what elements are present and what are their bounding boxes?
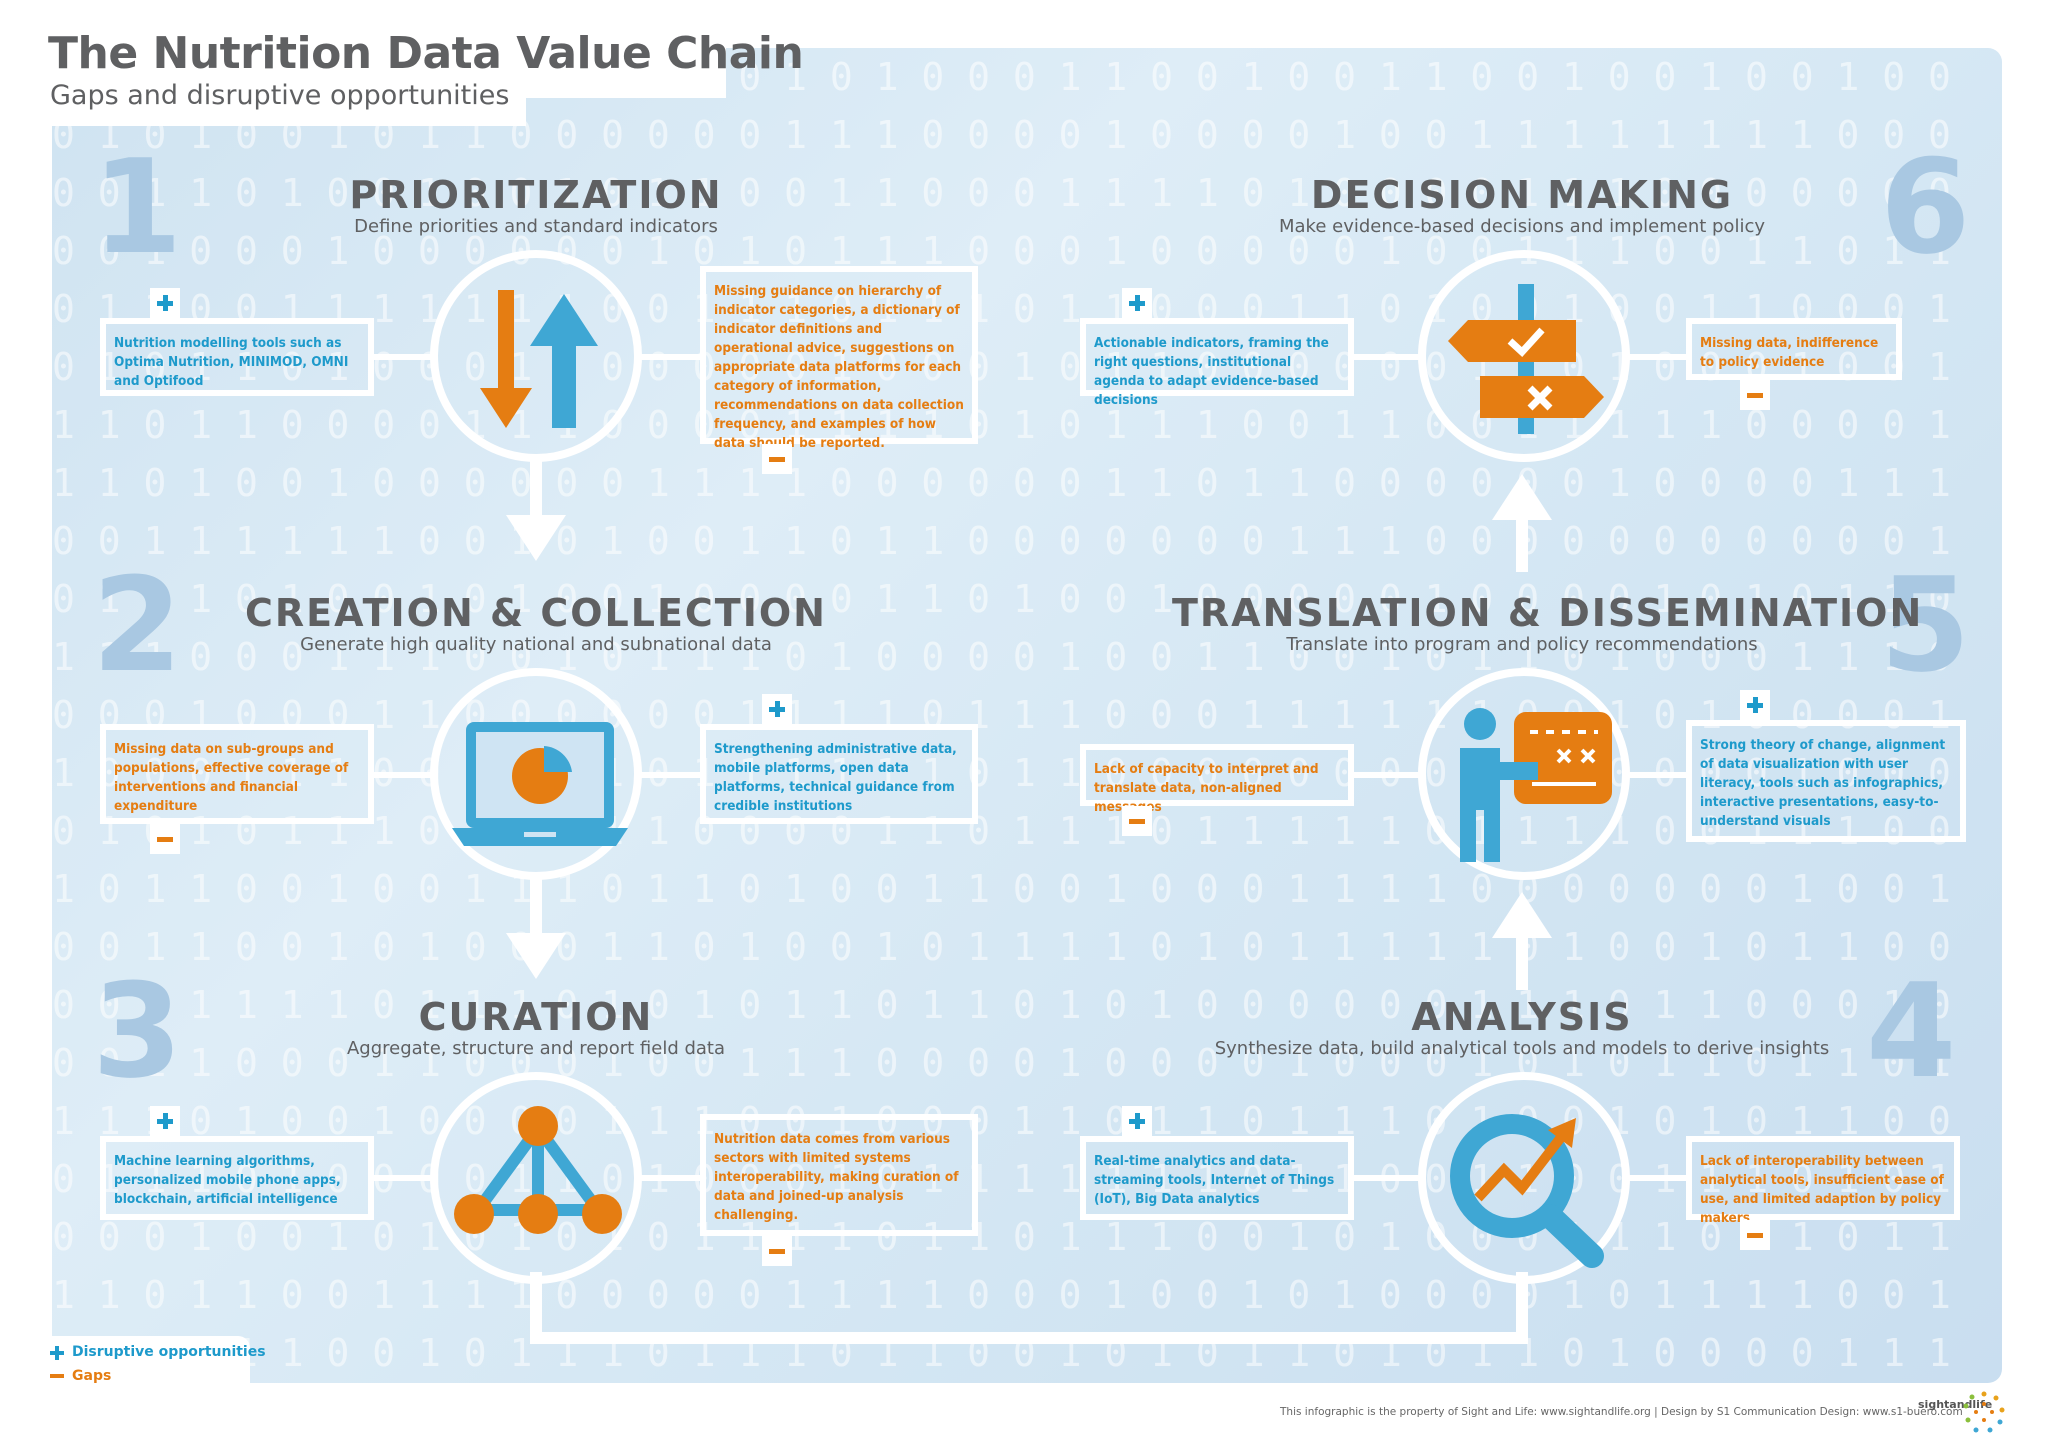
minus-marker xyxy=(1122,806,1152,836)
translation-circle xyxy=(1418,668,1630,880)
stage-title-translation-dissemination: TRANSLATION & DISSEMINATION xyxy=(1172,591,1924,635)
opportunities-box-creation-collection: Strengthening administrative data, mobil… xyxy=(700,724,978,824)
connector-4-5 xyxy=(1516,930,1528,990)
stage-subtitle-curation: Aggregate, structure and report field da… xyxy=(346,1038,726,1059)
gaps-box-creation-collection: Missing data on sub-groups and populatio… xyxy=(100,724,374,824)
step-number-1: 1 xyxy=(92,131,183,283)
sightandlife-logo-icon xyxy=(1963,1391,2005,1433)
link-1-left xyxy=(372,354,434,360)
minus-marker xyxy=(150,824,180,854)
plus-marker xyxy=(150,288,180,318)
minus-marker xyxy=(1740,1220,1770,1250)
stage-title-decision-making: DECISION MAKING xyxy=(1310,173,1734,217)
arrow-up-4-5 xyxy=(1492,892,1552,938)
minus-icon xyxy=(50,1374,64,1378)
link-1-right xyxy=(638,354,702,360)
minus-marker xyxy=(762,444,792,474)
opportunities-box-decision-making: Actionable indicators, framing the right… xyxy=(1080,318,1354,408)
step-number-4: 4 xyxy=(1866,955,1957,1107)
gaps-box-decision-making: Missing data, indifference to policy evi… xyxy=(1686,318,1902,380)
up-down-arrows-icon xyxy=(480,290,598,428)
arrow-down-2-3 xyxy=(506,933,566,979)
step-number-3: 3 xyxy=(92,955,183,1107)
signpost-icon xyxy=(1448,284,1604,434)
link-3-left xyxy=(372,1175,434,1181)
link-6-left xyxy=(1350,354,1422,360)
opportunities-box-prioritization: Nutrition modelling tools such as Optima… xyxy=(100,318,374,396)
plus-marker xyxy=(1122,1106,1152,1136)
gaps-box-curation: Nutrition data comes from various sector… xyxy=(700,1114,978,1236)
page-title: The Nutrition Data Value Chain xyxy=(48,28,804,79)
stage-title-creation-collection: CREATION & COLLECTION xyxy=(245,591,827,635)
plus-marker xyxy=(150,1106,180,1136)
stage-subtitle-decision-making: Make evidence-based decisions and implem… xyxy=(1279,216,1765,237)
magnifier-trend-icon xyxy=(1450,1114,1604,1268)
connector-bottom xyxy=(530,1332,1528,1344)
network-icon xyxy=(454,1106,622,1234)
gaps-box-prioritization: Missing guidance on hierarchy of indicat… xyxy=(700,266,978,451)
plus-marker xyxy=(762,694,792,724)
stage-subtitle-prioritization: Define priorities and standard indicator… xyxy=(354,216,718,237)
connector-2-3 xyxy=(530,878,542,938)
plus-marker xyxy=(1122,288,1152,318)
decision-circle xyxy=(1418,250,1630,462)
link-2-left xyxy=(372,772,434,778)
connector-5-6 xyxy=(1516,512,1528,572)
link-5-right xyxy=(1624,772,1688,778)
link-4-left xyxy=(1350,1175,1422,1181)
connector-bottom-4 xyxy=(1516,1272,1528,1344)
curation-circle xyxy=(430,1072,642,1284)
arrow-up-5-6 xyxy=(1492,474,1552,520)
stage-subtitle-analysis: Synthesize data, build analytical tools … xyxy=(1214,1038,1830,1059)
subtitle-tab xyxy=(36,98,526,126)
legend-opportunities: Disruptive opportunities xyxy=(72,1344,266,1360)
creation-circle xyxy=(430,668,642,880)
connector-3-bottom xyxy=(530,1272,542,1344)
opportunities-box-curation: Machine learning algorithms, personalize… xyxy=(100,1136,374,1220)
link-2-right xyxy=(638,772,702,778)
connector-1-2 xyxy=(530,460,542,520)
arrow-down-1-2 xyxy=(506,515,566,561)
minus-marker xyxy=(1740,380,1770,410)
legend-gaps: Gaps xyxy=(72,1368,112,1384)
stage-title-analysis: ANALYSIS xyxy=(1411,995,1633,1039)
page-subtitle: Gaps and disruptive opportunities xyxy=(50,80,510,111)
opportunities-box-analysis: Real-time analytics and data-streaming t… xyxy=(1080,1136,1354,1220)
step-number-2: 2 xyxy=(92,549,183,701)
minus-marker xyxy=(762,1236,792,1266)
presenter-icon xyxy=(1460,708,1612,862)
opportunities-box-translation-dissemination: Strong theory of change, alignment of da… xyxy=(1686,720,1966,842)
title-tab xyxy=(36,22,726,98)
link-4-right xyxy=(1624,1175,1688,1181)
step-number-5: 5 xyxy=(1880,549,1971,701)
stage-title-curation: CURATION xyxy=(418,995,654,1039)
laptop-chart-icon xyxy=(452,722,628,846)
legend: Disruptive opportunities Gaps xyxy=(36,1336,266,1396)
analysis-circle xyxy=(1418,1072,1630,1284)
stage-title-prioritization: PRIORITIZATION xyxy=(349,173,723,217)
step-number-6: 6 xyxy=(1880,131,1971,283)
prioritization-circle xyxy=(430,250,642,462)
stage-subtitle-translation-dissemination: Translate into program and policy recomm… xyxy=(1286,634,1758,655)
plus-marker xyxy=(1740,690,1770,720)
gaps-box-translation-dissemination: Lack of capacity to interpret and transl… xyxy=(1080,744,1354,815)
link-5-left xyxy=(1350,772,1422,778)
footer-credit: This infographic is the property of Sigh… xyxy=(1280,1406,1963,1418)
link-3-right xyxy=(638,1175,702,1181)
gaps-box-analysis: Lack of interoperability between analyti… xyxy=(1686,1136,1960,1226)
plus-icon xyxy=(50,1346,64,1360)
logo: sightandlife xyxy=(1918,1398,1993,1411)
stage-subtitle-creation-collection: Generate high quality national and subna… xyxy=(300,634,772,655)
link-6-right xyxy=(1624,354,1688,360)
